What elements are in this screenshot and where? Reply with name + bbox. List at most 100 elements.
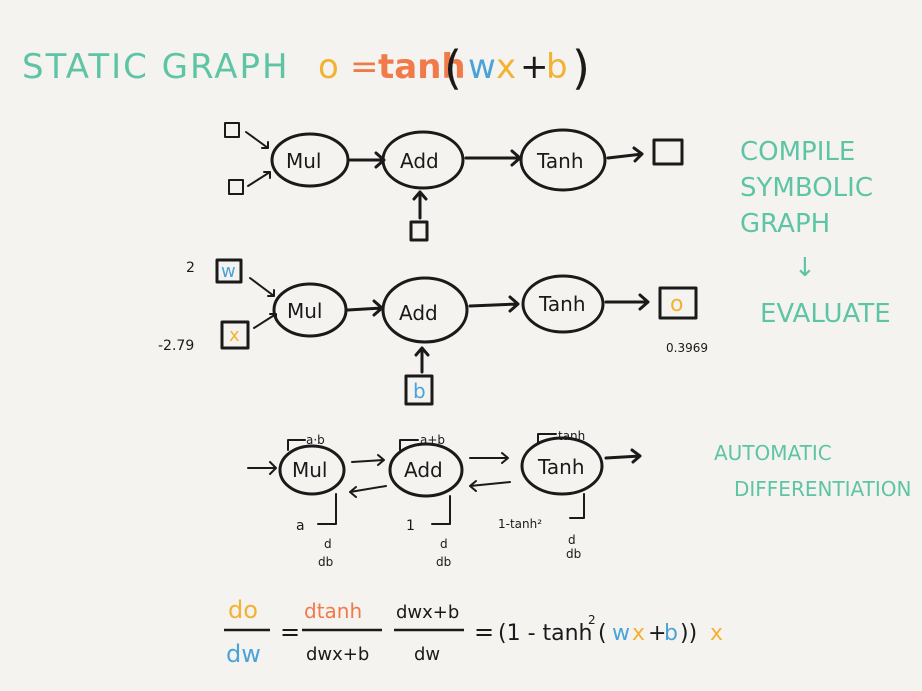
row3-mul-fwd: a·b xyxy=(306,433,325,447)
eq-rparen: ) xyxy=(572,41,590,95)
f-do: do xyxy=(228,596,258,624)
side-arrow-down: ↓ xyxy=(794,253,816,283)
f-eq2: = xyxy=(474,618,494,646)
f-rhs-w: w xyxy=(612,621,630,646)
row3-add-grad-bracket xyxy=(431,495,451,525)
f-rhs-paren: ( xyxy=(598,621,607,646)
row2-arrow-tanh-out xyxy=(604,293,650,311)
row2-mul-label: Mul xyxy=(287,299,323,323)
f-rhs-b: b xyxy=(664,621,678,646)
row3-tanh-d: d xyxy=(568,533,576,547)
f-eq1: = xyxy=(280,618,300,646)
row3-add-node xyxy=(388,442,464,498)
eq-x: x xyxy=(496,47,516,87)
row3-tanh-db: db xyxy=(566,547,581,561)
row3-mul-fwd-bracket xyxy=(287,439,306,451)
row3-mul-grad: a xyxy=(296,518,305,534)
row1-arrow-bias xyxy=(412,190,428,220)
f-rhs-open: (1 - tanh xyxy=(498,621,593,646)
row2-output-value: 0.3969 xyxy=(666,341,708,355)
row1-arrow-tanh-out xyxy=(606,146,644,163)
row3-arrow-tanh-add-back xyxy=(469,480,511,492)
side-differentiation: DIFFERENTIATION xyxy=(734,477,912,501)
row3-arrow-add-tanh xyxy=(469,452,509,464)
row3-arrow-mul-add xyxy=(351,454,385,466)
top-equation: o = tanh ( w x + b ) xyxy=(318,41,590,95)
row1-bias-box xyxy=(409,220,429,242)
row1-input-box-2 xyxy=(228,179,244,195)
row2-x-label: x xyxy=(229,325,240,346)
row1-add-node xyxy=(381,130,465,190)
row3-mul-grad-bracket xyxy=(317,493,337,525)
row3-graph: Mul a·b Add a+b Tanh tanh a d db 1 d db … xyxy=(247,429,642,569)
row2-arrow-bias xyxy=(414,346,430,374)
eq-o: o xyxy=(318,47,339,87)
f-rhs-close: )) xyxy=(680,621,697,646)
row1-graph: Mul Add Tanh xyxy=(224,122,684,242)
row1-mul-label: Mul xyxy=(286,149,322,173)
row2-arrow-in2 xyxy=(253,313,277,329)
row3-add-d: d xyxy=(440,537,448,551)
side-graph: GRAPH xyxy=(740,209,830,239)
row2-x-box xyxy=(220,320,250,350)
row2-mul-node xyxy=(272,282,348,338)
row1-input-box-1 xyxy=(224,122,240,138)
f-rhs-plus: + xyxy=(648,621,666,646)
row2-b-label: b xyxy=(413,379,426,403)
side-automatic: AUTOMATIC xyxy=(714,441,832,465)
row2-add-node xyxy=(381,276,469,344)
eq-w: w xyxy=(468,47,496,87)
row3-arrow-add-mul-back xyxy=(349,485,387,498)
f-dw: dw xyxy=(226,640,261,668)
f-sq: 2 xyxy=(588,613,596,627)
row3-mul-node xyxy=(278,444,346,496)
row2-b-box xyxy=(404,374,434,406)
row3-add-grad: 1 xyxy=(406,518,415,534)
row1-arrow-in2 xyxy=(247,171,271,187)
row2-w-value: 2 xyxy=(186,260,195,276)
row1-tanh-label: Tanh xyxy=(536,149,584,173)
row1-arrow-in1 xyxy=(245,131,269,149)
row3-tanh-fwd: tanh xyxy=(558,429,585,443)
row2-graph: 2 w -2.79 x Mul Add Tanh o 0.3969 b xyxy=(158,258,708,406)
row3-tanh-node xyxy=(520,436,604,496)
row3-mul-label: Mul xyxy=(292,458,328,482)
row3-arrow-tanh-out xyxy=(604,448,642,464)
row3-tanh-fwd-bracket xyxy=(537,433,557,445)
side-compile: COMPILE xyxy=(740,137,855,167)
f-dtanh: dtanh xyxy=(304,599,362,623)
row2-o-label: o xyxy=(670,292,683,317)
side-evaluate: EVALUATE xyxy=(760,299,891,329)
row3-add-fwd-bracket xyxy=(399,439,419,451)
row3-tanh-label: Tanh xyxy=(537,455,585,479)
row3-tanh-grad: 1-tanh² xyxy=(498,517,542,531)
eq-plus: + xyxy=(520,47,549,87)
eq-b: b xyxy=(546,47,568,87)
row2-x-value: -2.79 xyxy=(158,338,194,354)
bottom-formula: do dw = dtanh dwx+b dwx+b dw = (1 - tanh… xyxy=(224,596,723,668)
row3-tanh-grad-bracket xyxy=(569,493,585,519)
row2-w-box xyxy=(215,258,243,284)
f-rhs-x: x xyxy=(632,621,645,646)
row1-arrow-mul-add xyxy=(348,151,386,169)
f-dwxb: dwx+b xyxy=(306,644,369,665)
f-dwxb-num: dwx+b xyxy=(396,602,459,623)
row2-add-label: Add xyxy=(399,301,438,325)
row1-mul-node xyxy=(270,132,350,188)
side-notes: COMPILE SYMBOLIC GRAPH ↓ EVALUATE AUTOMA… xyxy=(714,137,912,501)
row2-output-box xyxy=(658,286,698,320)
eq-tanh: tanh xyxy=(378,47,466,87)
row3-add-fwd: a+b xyxy=(420,433,445,447)
title: STATIC GRAPH xyxy=(22,47,290,87)
row2-arrow-mul-add xyxy=(346,299,384,317)
row1-arrow-add-tanh xyxy=(464,149,522,167)
row3-arrow-in xyxy=(247,461,277,475)
eq-lparen: ( xyxy=(444,41,462,95)
side-symbolic: SYMBOLIC xyxy=(740,173,873,203)
row2-arrow-in1 xyxy=(249,277,275,297)
row2-w-label: w xyxy=(221,261,236,282)
f-dw2: dw xyxy=(414,644,440,665)
f-rhs-times-x: x xyxy=(710,621,723,646)
row3-mul-db: db xyxy=(318,555,333,569)
